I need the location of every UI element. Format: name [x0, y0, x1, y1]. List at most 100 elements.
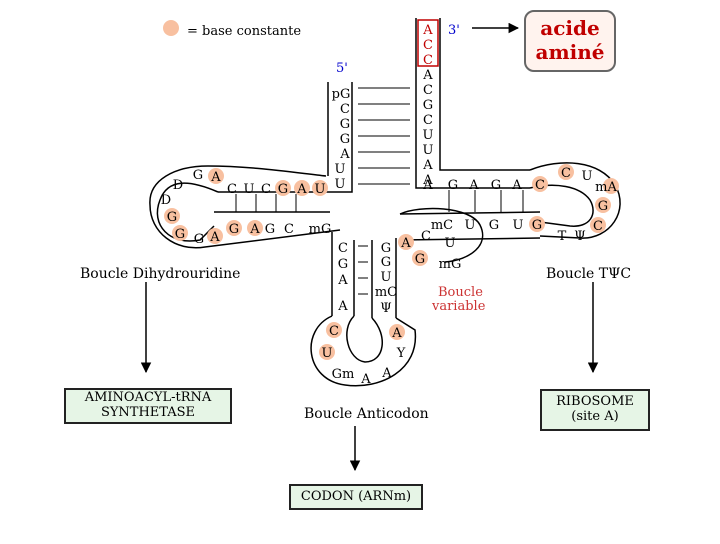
constant-base-legend-dot — [163, 20, 179, 36]
base: A — [422, 178, 433, 193]
arrows — [140, 22, 599, 472]
base: mG — [309, 222, 332, 237]
base: G — [448, 178, 458, 193]
variable-loop-label-1: Boucle — [438, 285, 483, 300]
ribosome-box: RIBOSOME (site A) — [540, 389, 650, 431]
base: G — [489, 218, 499, 233]
d-arm: C U C G A U D G A D G G G A G A G C mG — [161, 168, 332, 247]
base: A — [422, 23, 433, 38]
base: A — [422, 158, 433, 173]
base: A — [337, 299, 348, 314]
amino-acid-box: acide aminé — [524, 10, 616, 72]
acceptor-strand: A C C A C G C U U A A — [422, 23, 433, 188]
base: C — [329, 324, 339, 339]
base: A — [422, 68, 433, 83]
base: G — [278, 182, 288, 197]
base: C — [261, 182, 271, 197]
base: A — [209, 230, 220, 245]
base: C — [423, 53, 433, 68]
backbone — [149, 18, 621, 387]
base: A — [210, 170, 221, 185]
base: U — [582, 169, 593, 184]
base: C — [284, 222, 294, 237]
amino-acid-line-1: acide — [540, 16, 600, 40]
base: C — [227, 182, 237, 197]
base: Y — [396, 346, 406, 361]
codon-label: CODON (ARNm) — [300, 489, 412, 504]
base: C — [423, 38, 433, 53]
base: G — [532, 218, 542, 233]
base: U — [423, 143, 434, 158]
base: A — [360, 372, 371, 387]
base: Gm — [332, 367, 355, 382]
base: C — [423, 83, 433, 98]
base: C — [338, 241, 348, 256]
t-arm: A G A G A C C U mA G C T Ψ mC U G U G — [422, 166, 617, 244]
legend-text: = base constante — [187, 24, 301, 39]
base: U — [244, 182, 255, 197]
codon-box: CODON (ARNm) — [289, 484, 423, 510]
base-pair-lines — [235, 87, 524, 295]
base: U — [335, 162, 346, 177]
base: Ψ — [380, 301, 391, 316]
base: U — [465, 218, 476, 233]
five-prime-strand: pG C G G A U U — [332, 87, 351, 192]
base: A — [468, 178, 479, 193]
base: A — [337, 273, 348, 288]
base: G — [167, 210, 177, 225]
variable-loop: A C U G mG — [400, 229, 461, 272]
base: pG — [332, 87, 351, 102]
base: U — [423, 128, 434, 143]
base: C — [593, 219, 603, 234]
base: A — [339, 147, 350, 162]
base: A — [400, 236, 411, 251]
base: U — [315, 182, 326, 197]
base: A — [511, 178, 522, 193]
synthetase-line-1: AMINOACYL-tRNA — [84, 390, 212, 405]
three-prime-label: 3' — [448, 23, 460, 38]
base: U — [322, 346, 333, 361]
base: G — [423, 98, 433, 113]
base: G — [175, 227, 185, 242]
base: U — [335, 177, 346, 192]
constant-base-circles — [164, 164, 619, 360]
base: mC — [375, 285, 397, 300]
base: mG — [439, 257, 462, 272]
variable-loop-label-2: variable — [431, 299, 486, 314]
d-loop-label: Boucle Dihydrouridine — [80, 266, 240, 282]
synthetase-box: AMINOACYL-tRNA SYNTHETASE — [64, 388, 232, 424]
base: C — [340, 102, 350, 117]
base: C — [423, 113, 433, 128]
base: U — [445, 236, 456, 251]
base: D — [161, 193, 171, 208]
base: G — [340, 132, 350, 147]
base: A — [249, 222, 260, 237]
base: U — [381, 270, 392, 285]
base: Ψ — [574, 229, 585, 244]
base: mA — [595, 180, 617, 195]
ribosome-line-1: RIBOSOME — [556, 394, 634, 409]
base: A — [422, 173, 433, 188]
base: U — [513, 218, 524, 233]
base: G — [193, 168, 203, 183]
five-prime-label: 5' — [336, 61, 348, 76]
base: C — [421, 229, 431, 244]
base: G — [491, 178, 501, 193]
base: G — [229, 222, 239, 237]
base: C — [561, 166, 571, 181]
base: G — [340, 117, 350, 132]
acceptor-cca-box — [417, 19, 439, 67]
base: G — [381, 241, 391, 256]
base: mC — [431, 218, 453, 233]
base: G — [338, 257, 348, 272]
synthetase-line-2: SYNTHETASE — [100, 405, 196, 420]
base: C — [535, 178, 545, 193]
ribosome-line-2: (site A) — [571, 409, 619, 424]
base: G — [381, 255, 391, 270]
base: A — [296, 182, 307, 197]
base: G — [415, 252, 425, 267]
base: G — [598, 199, 608, 214]
anticodon-loop-label: Boucle Anticodon — [304, 406, 429, 422]
amino-acid-line-2: aminé — [535, 40, 605, 64]
